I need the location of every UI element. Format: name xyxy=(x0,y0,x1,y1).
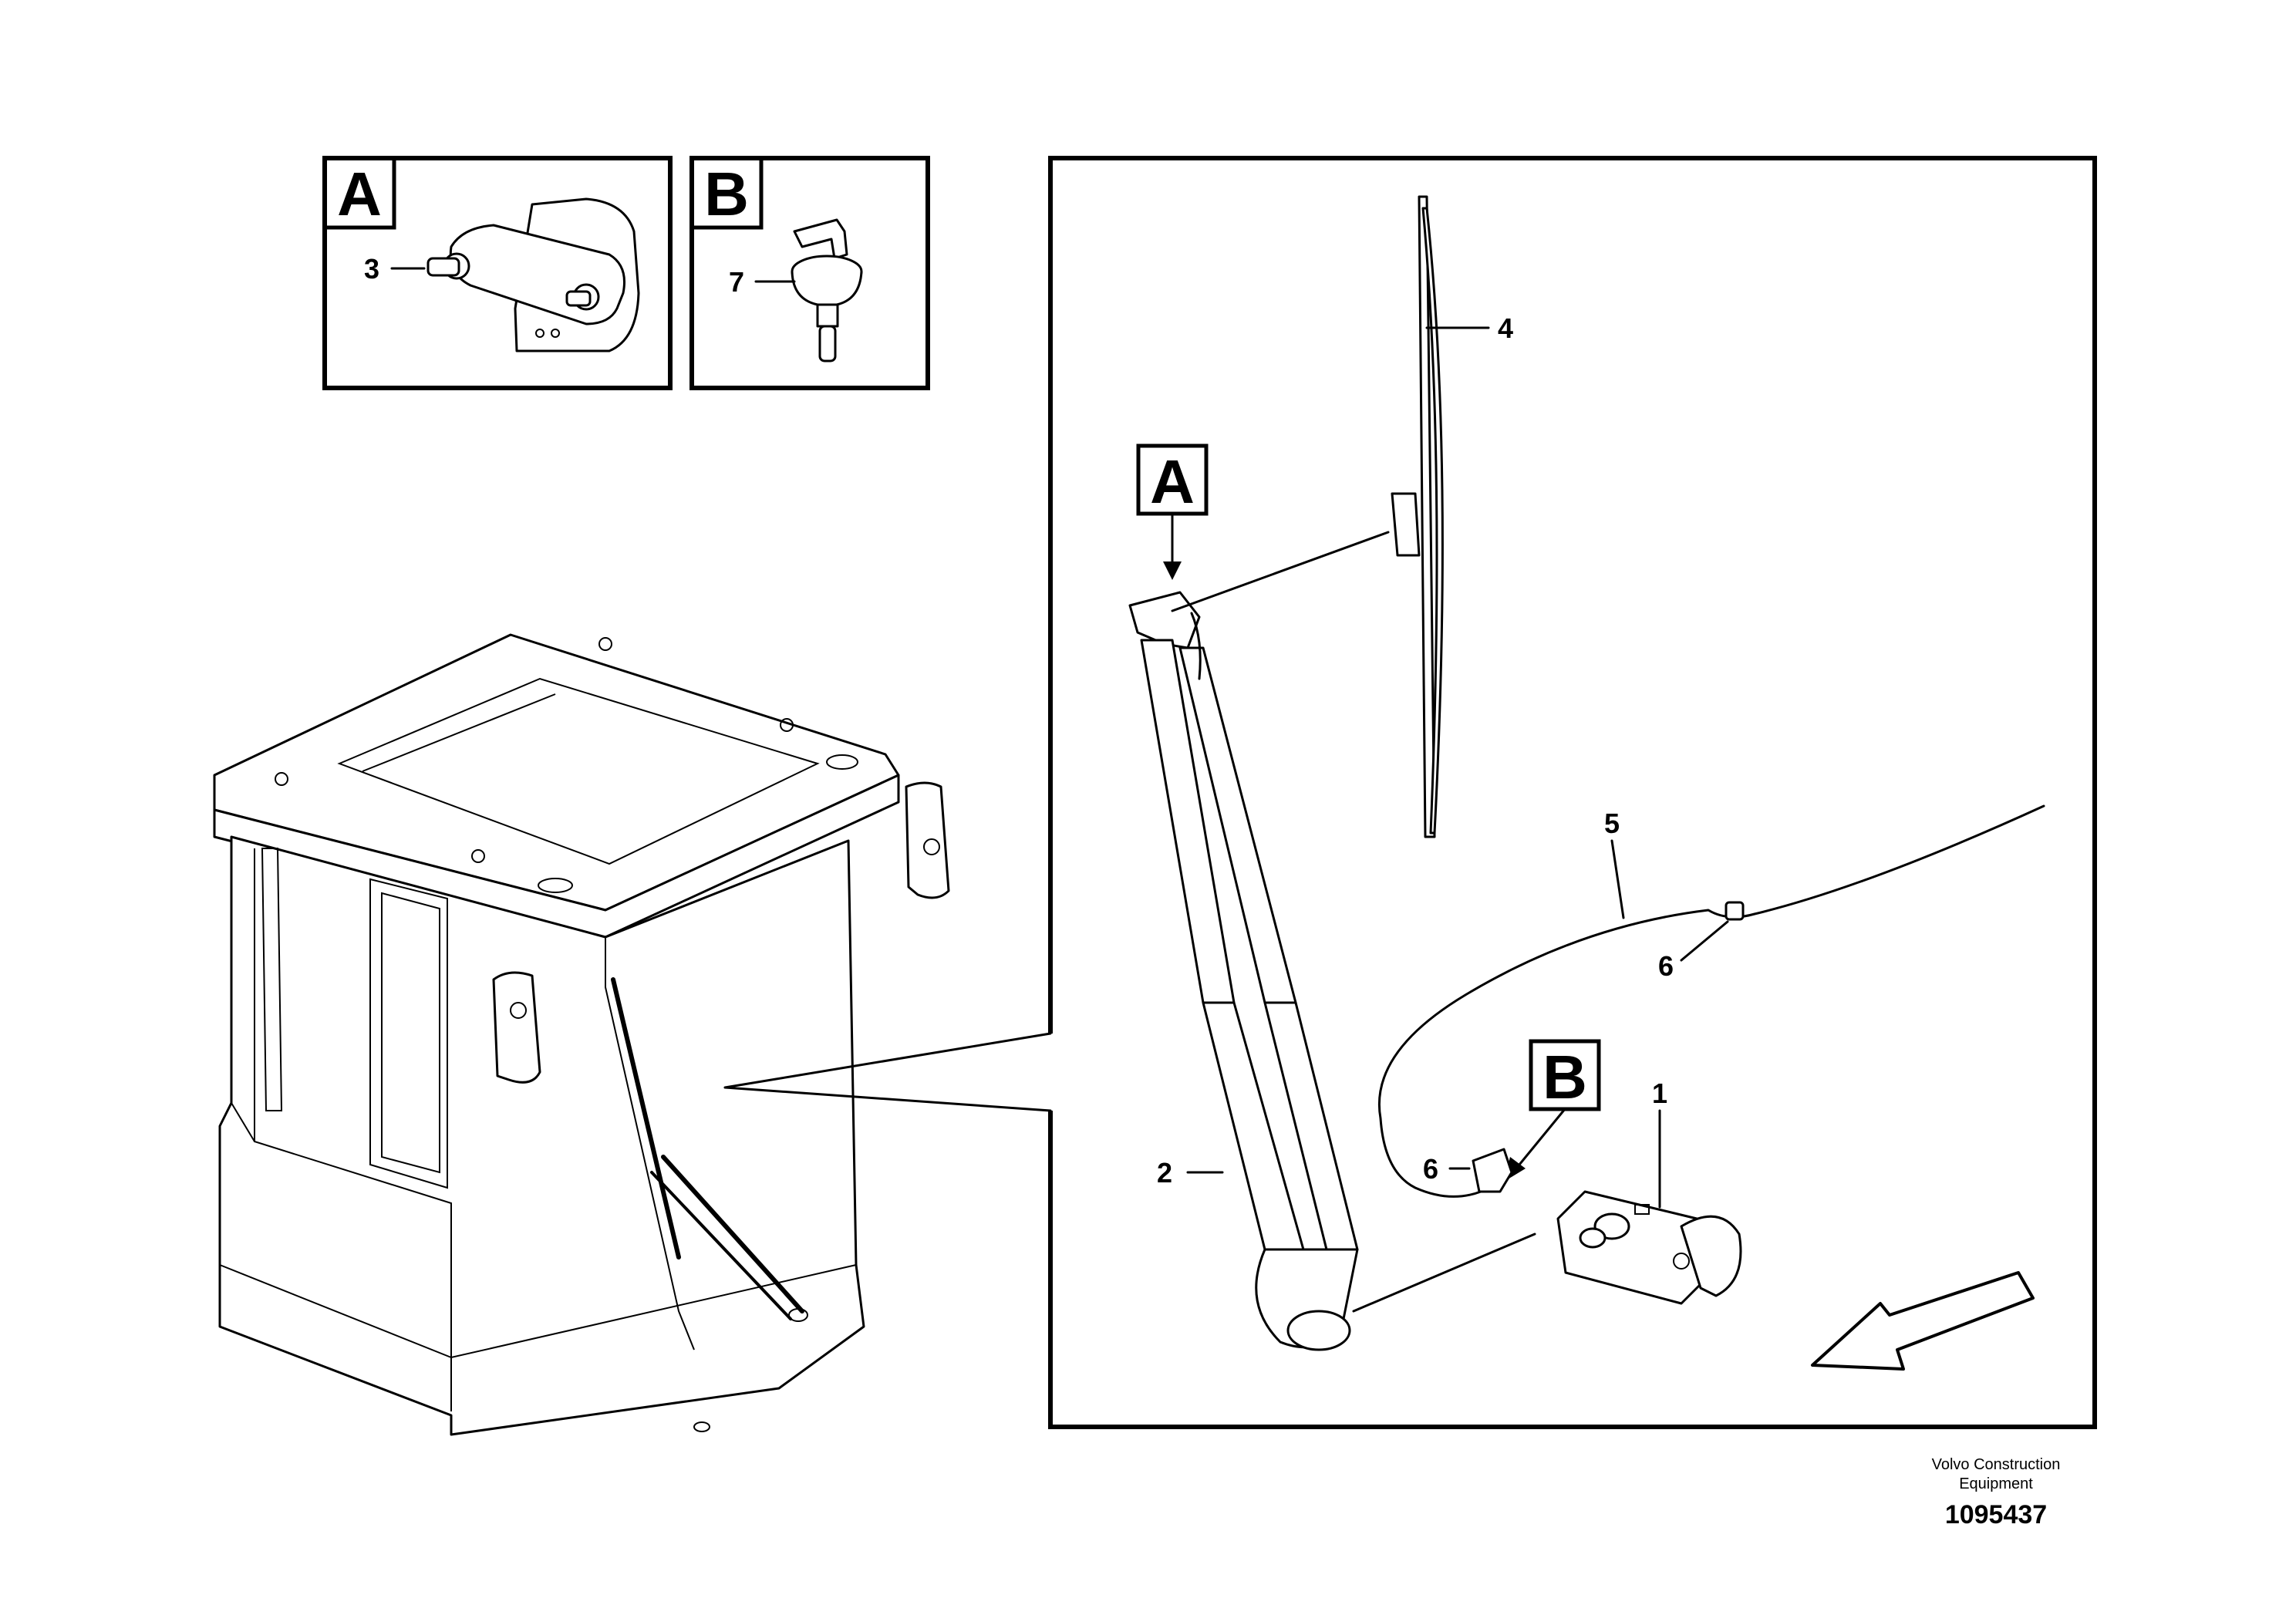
detail-letter-b: B xyxy=(704,160,749,228)
credit-line-2: Equipment xyxy=(1959,1475,2033,1492)
callout-1: 1 xyxy=(1652,1077,1667,1109)
motor-linkage xyxy=(1352,1233,1536,1313)
callout-7: 7 xyxy=(729,266,744,298)
washer-nozzle-bracket xyxy=(426,197,640,352)
credit-block: Volvo Construction Equipment 1095437 xyxy=(1932,1456,2061,1529)
zoom-leader xyxy=(723,1032,1052,1112)
cab-overview xyxy=(213,633,950,1436)
wiper-motor xyxy=(1556,1190,1742,1305)
callout-5: 5 xyxy=(1604,808,1620,839)
main-detail-frame: 4 A 2 5 6 B xyxy=(1048,156,2097,1429)
wiper-blade xyxy=(1391,195,1444,838)
callout-6-lower: 6 xyxy=(1423,1153,1438,1185)
detail-box-a: A 3 xyxy=(322,156,673,390)
detail-box-b: B 7 xyxy=(689,156,930,390)
hose-check-valve xyxy=(1472,1148,1513,1193)
check-valve xyxy=(791,218,863,363)
hose-connector-upper xyxy=(1725,901,1745,921)
callout-3: 3 xyxy=(364,253,379,285)
frame-letter-a: A xyxy=(1150,447,1195,516)
detail-letter-a: A xyxy=(337,160,382,228)
callout-2: 2 xyxy=(1157,1157,1172,1189)
callout-4: 4 xyxy=(1498,312,1513,344)
washer-hose xyxy=(1377,804,2045,1198)
callout-6-upper: 6 xyxy=(1658,950,1674,982)
left-mirror xyxy=(492,971,541,1084)
forward-direction-arrow xyxy=(1811,1271,2035,1371)
wiper-arm xyxy=(1128,591,1359,1351)
frame-letter-b: B xyxy=(1542,1043,1587,1111)
drawing-number: 1095437 xyxy=(1945,1500,2047,1529)
credit-line-1: Volvo Construction xyxy=(1932,1456,2061,1473)
